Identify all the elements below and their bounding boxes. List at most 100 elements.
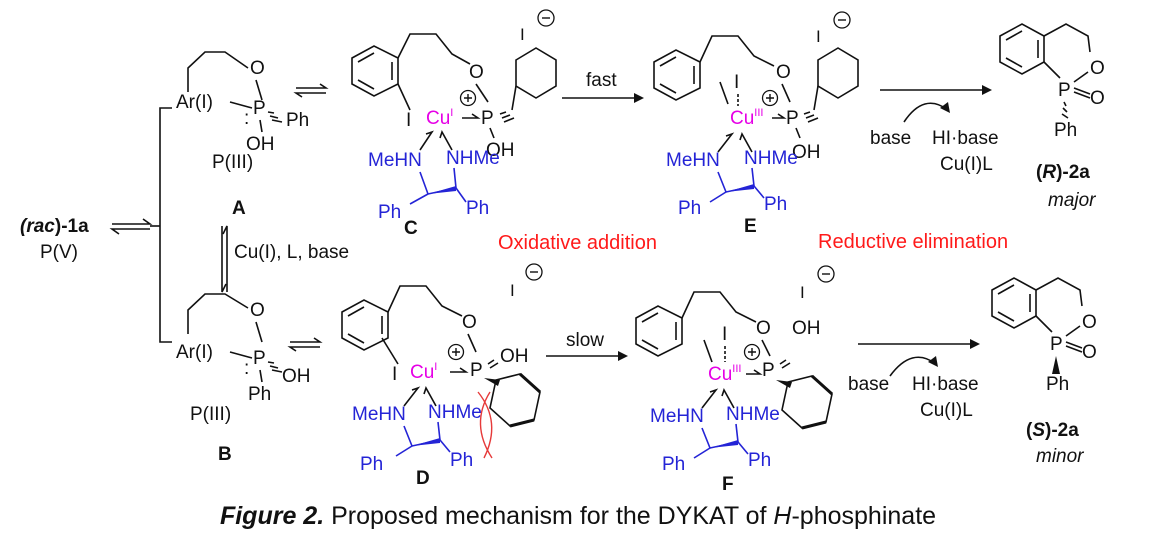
re-top-curve-head (940, 102, 950, 113)
re-step-top: base HI·base Cu(I)L (870, 85, 999, 175)
a-o-p-bond (255, 79, 263, 101)
c-minus-charge (537, 9, 555, 27)
d-oh: OH (500, 346, 529, 367)
r-p-o-double (1073, 87, 1091, 99)
f-ph-left: Ph (662, 454, 685, 475)
e-cu-p-arrow (772, 113, 787, 119)
re-bottom-curve-head (928, 356, 938, 367)
d-n2-cu-arrow (423, 386, 437, 407)
re-top-base: base (870, 128, 911, 149)
re-bottom-hi-base: HI·base (912, 374, 979, 395)
c-plus-charge (459, 89, 477, 107)
a-ar-p-bond (229, 101, 253, 109)
re-top-curve (903, 102, 949, 123)
b-chain (187, 293, 249, 334)
oxidative-addition-label: Oxidative addition (498, 232, 657, 254)
s-ring-chain (1035, 277, 1083, 307)
d-plus-sign (452, 348, 460, 356)
f-hash-bond (779, 359, 791, 369)
d-steric-clash (477, 391, 493, 459)
a-p-oh-bond (259, 119, 263, 133)
d-ph-right: Ph (450, 450, 473, 471)
r-ph: Ph (1054, 120, 1077, 141)
c-n1-cu-arrow (419, 130, 434, 151)
e-n2-cu-arrow (739, 132, 753, 153)
d-minus-charge (525, 263, 543, 281)
b-ph: Ph (248, 384, 271, 405)
e-oh: OH (792, 142, 821, 163)
f-phosphorus: P (762, 360, 775, 381)
species-E: O I P OH I CuIII MeHN NHMe Ph Ph E (653, 11, 859, 237)
e-plus-sign (766, 94, 774, 102)
e-ph-left-bond (709, 191, 727, 203)
r-c-p-bond (1043, 61, 1061, 79)
c-o-p-bond (475, 83, 489, 103)
d-n1-cu-arrow (403, 386, 421, 407)
s-minor: minor (1036, 446, 1084, 467)
c-cu-p-arrow (462, 113, 481, 119)
f-minus-charge (817, 265, 835, 283)
e-meHN: MeHN (666, 150, 720, 171)
c-wedge (428, 186, 456, 194)
s-benzene-inner (997, 284, 1031, 322)
e-ph-right: Ph (764, 194, 787, 215)
f-copper: CuIII (708, 363, 741, 385)
e-aryl-cu-bond (719, 81, 729, 105)
c-ph-right-bond (455, 187, 467, 203)
pv-label: P(V) (40, 242, 78, 263)
b-o-p-bond (255, 321, 263, 343)
b-oxygen: O (250, 300, 265, 321)
f-o-p-bond (761, 339, 771, 357)
c-label: C (404, 218, 418, 239)
r-hash-bond (1061, 101, 1069, 119)
species-C: O I P OH I CuI MeHN NHMe Ph Ph C (351, 9, 557, 239)
f-plus-sign (748, 348, 756, 356)
f-wedge (710, 440, 738, 448)
c-benzene-inner (357, 52, 393, 90)
a-oxidation: P(III) (212, 152, 253, 173)
c-ar-i-bond (397, 83, 411, 111)
d-NHMe: NHMe (428, 402, 482, 423)
start-material: (rac)-1a P(V) (20, 107, 172, 343)
f-phenyl-bold (801, 374, 834, 430)
d-ph-left-bond (395, 445, 413, 457)
s-ph: Ph (1046, 374, 1069, 395)
e-phosphorus: P (786, 108, 799, 129)
r-benzene-inner (1005, 30, 1039, 68)
s-c-p-bond (1035, 315, 1053, 333)
s-wedge-bond (1052, 356, 1060, 374)
f-benzene-inner (641, 312, 677, 350)
r-phosphorus: P (1058, 80, 1071, 101)
a-lone-pair: : (244, 108, 249, 129)
e-chain (699, 35, 775, 67)
b-d-arrow-back (287, 346, 320, 352)
f-oh: OH (792, 318, 821, 339)
a-oh: OH (246, 134, 275, 155)
species-F: O I P OH I CuIII MeHN NHMe Ph Ph F (635, 265, 835, 495)
c-aryl-iodide: I (406, 110, 411, 131)
e-minus-charge (833, 11, 851, 29)
c-ph-right: Ph (466, 198, 489, 219)
f-oxygen: O (756, 318, 771, 339)
r-major: major (1048, 190, 1096, 211)
c-ph-left-bond (409, 193, 429, 205)
d-ph-left: Ph (360, 454, 383, 475)
e-ph-left: Ph (678, 198, 701, 219)
equilibrium-arrow-forward (112, 218, 153, 225)
a-c-equilibrium (293, 83, 329, 98)
e-n1-cu-arrow (717, 132, 735, 153)
c-NHMe: NHMe (446, 148, 500, 169)
e-o-p-bond (781, 83, 791, 103)
r-label: (R)-2a (1036, 162, 1090, 183)
r-ring-oxygen: O (1090, 58, 1105, 79)
f-label: F (722, 474, 734, 495)
s-po-oxygen: O (1082, 342, 1097, 363)
b-d-arrow-forward (290, 337, 323, 343)
c-iodide: I (520, 25, 525, 44)
a-b-arrow-down (221, 226, 227, 293)
product-R: O P O Ph (R)-2a major (999, 23, 1105, 211)
species-D: O I P OH I CuI MeHN NHMe Ph Ph D (341, 263, 543, 489)
e-benzene-inner (659, 56, 695, 94)
e-hash-bond (803, 111, 819, 123)
